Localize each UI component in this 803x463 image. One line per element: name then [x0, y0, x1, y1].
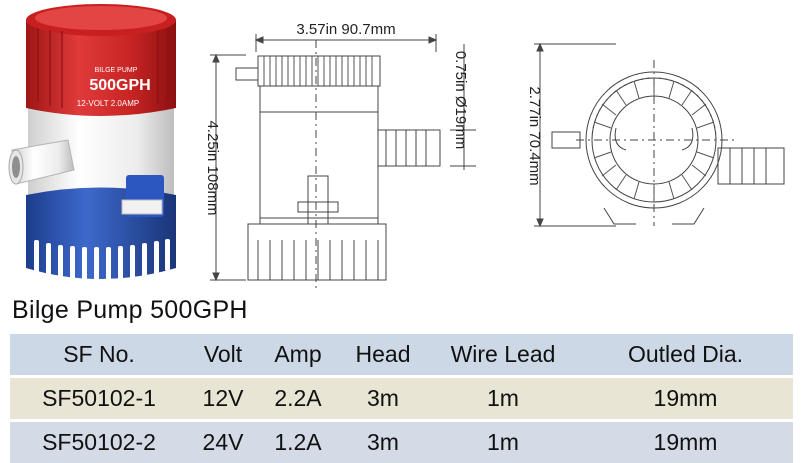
spec-table: SF No. Volt Amp Head Wire Lead Outled Di…: [10, 334, 793, 463]
pump-photo: BILGE PUMP 500GPH 12-VOLT 2.0AMP: [8, 4, 176, 284]
cell-wire-lead: 1m: [487, 385, 519, 411]
cell-volt: 24V: [202, 429, 244, 455]
cell-amp: 2.2A: [274, 385, 322, 411]
header-amp: Amp: [274, 341, 322, 367]
top-dimension-label: 2.77in 70.4mm: [526, 86, 543, 185]
top-view-drawing: 2.77in 70.4mm: [526, 42, 785, 228]
pump-rating-text: 12-VOLT 2.0AMP: [77, 99, 139, 108]
outlet-dimension-label: 0.75in Ø19mm: [452, 51, 469, 149]
table-row: SF50102-2 24V 1.2A 3m 1m 19mm: [10, 422, 793, 463]
cell-wire-lead: 1m: [487, 429, 519, 455]
height-dimension-label: 4.25in 108mm: [204, 120, 221, 215]
cell-sf-no: SF50102-2: [42, 429, 156, 455]
table-row: SF50102-1 12V 2.2A 3m 1m 19mm: [10, 378, 793, 419]
cell-head: 3m: [367, 429, 399, 455]
product-figure: BILGE PUMP 500GPH 12-VOLT 2.0AMP: [8, 4, 785, 290]
header-volt: Volt: [203, 341, 243, 367]
side-view-drawing: 3.57in 90.7mm 4.25in 108mm 0.75in Ø19mm: [204, 21, 476, 290]
header-outlet-dia: Outled Dia.: [627, 341, 744, 367]
width-dimension-label: 3.57in 90.7mm: [296, 21, 395, 38]
cell-outlet-dia: 19mm: [653, 385, 718, 411]
pump-brand-text: BILGE PUMP: [95, 67, 138, 74]
header-head: Head: [355, 341, 411, 367]
cell-volt: 12V: [202, 385, 244, 411]
cell-sf-no: SF50102-1: [42, 385, 156, 411]
product-title: Bilge Pump 500GPH: [12, 296, 248, 324]
header-sf-no: SF No.: [63, 341, 135, 367]
header-wire-lead: Wire Lead: [450, 341, 556, 367]
pump-model-text: 500GPH: [89, 77, 150, 94]
cell-head: 3m: [367, 385, 399, 411]
cell-amp: 1.2A: [274, 429, 322, 455]
table-header-row: SF No. Volt Amp Head Wire Lead Outled Di…: [10, 334, 793, 375]
cell-outlet-dia: 19mm: [653, 429, 718, 455]
